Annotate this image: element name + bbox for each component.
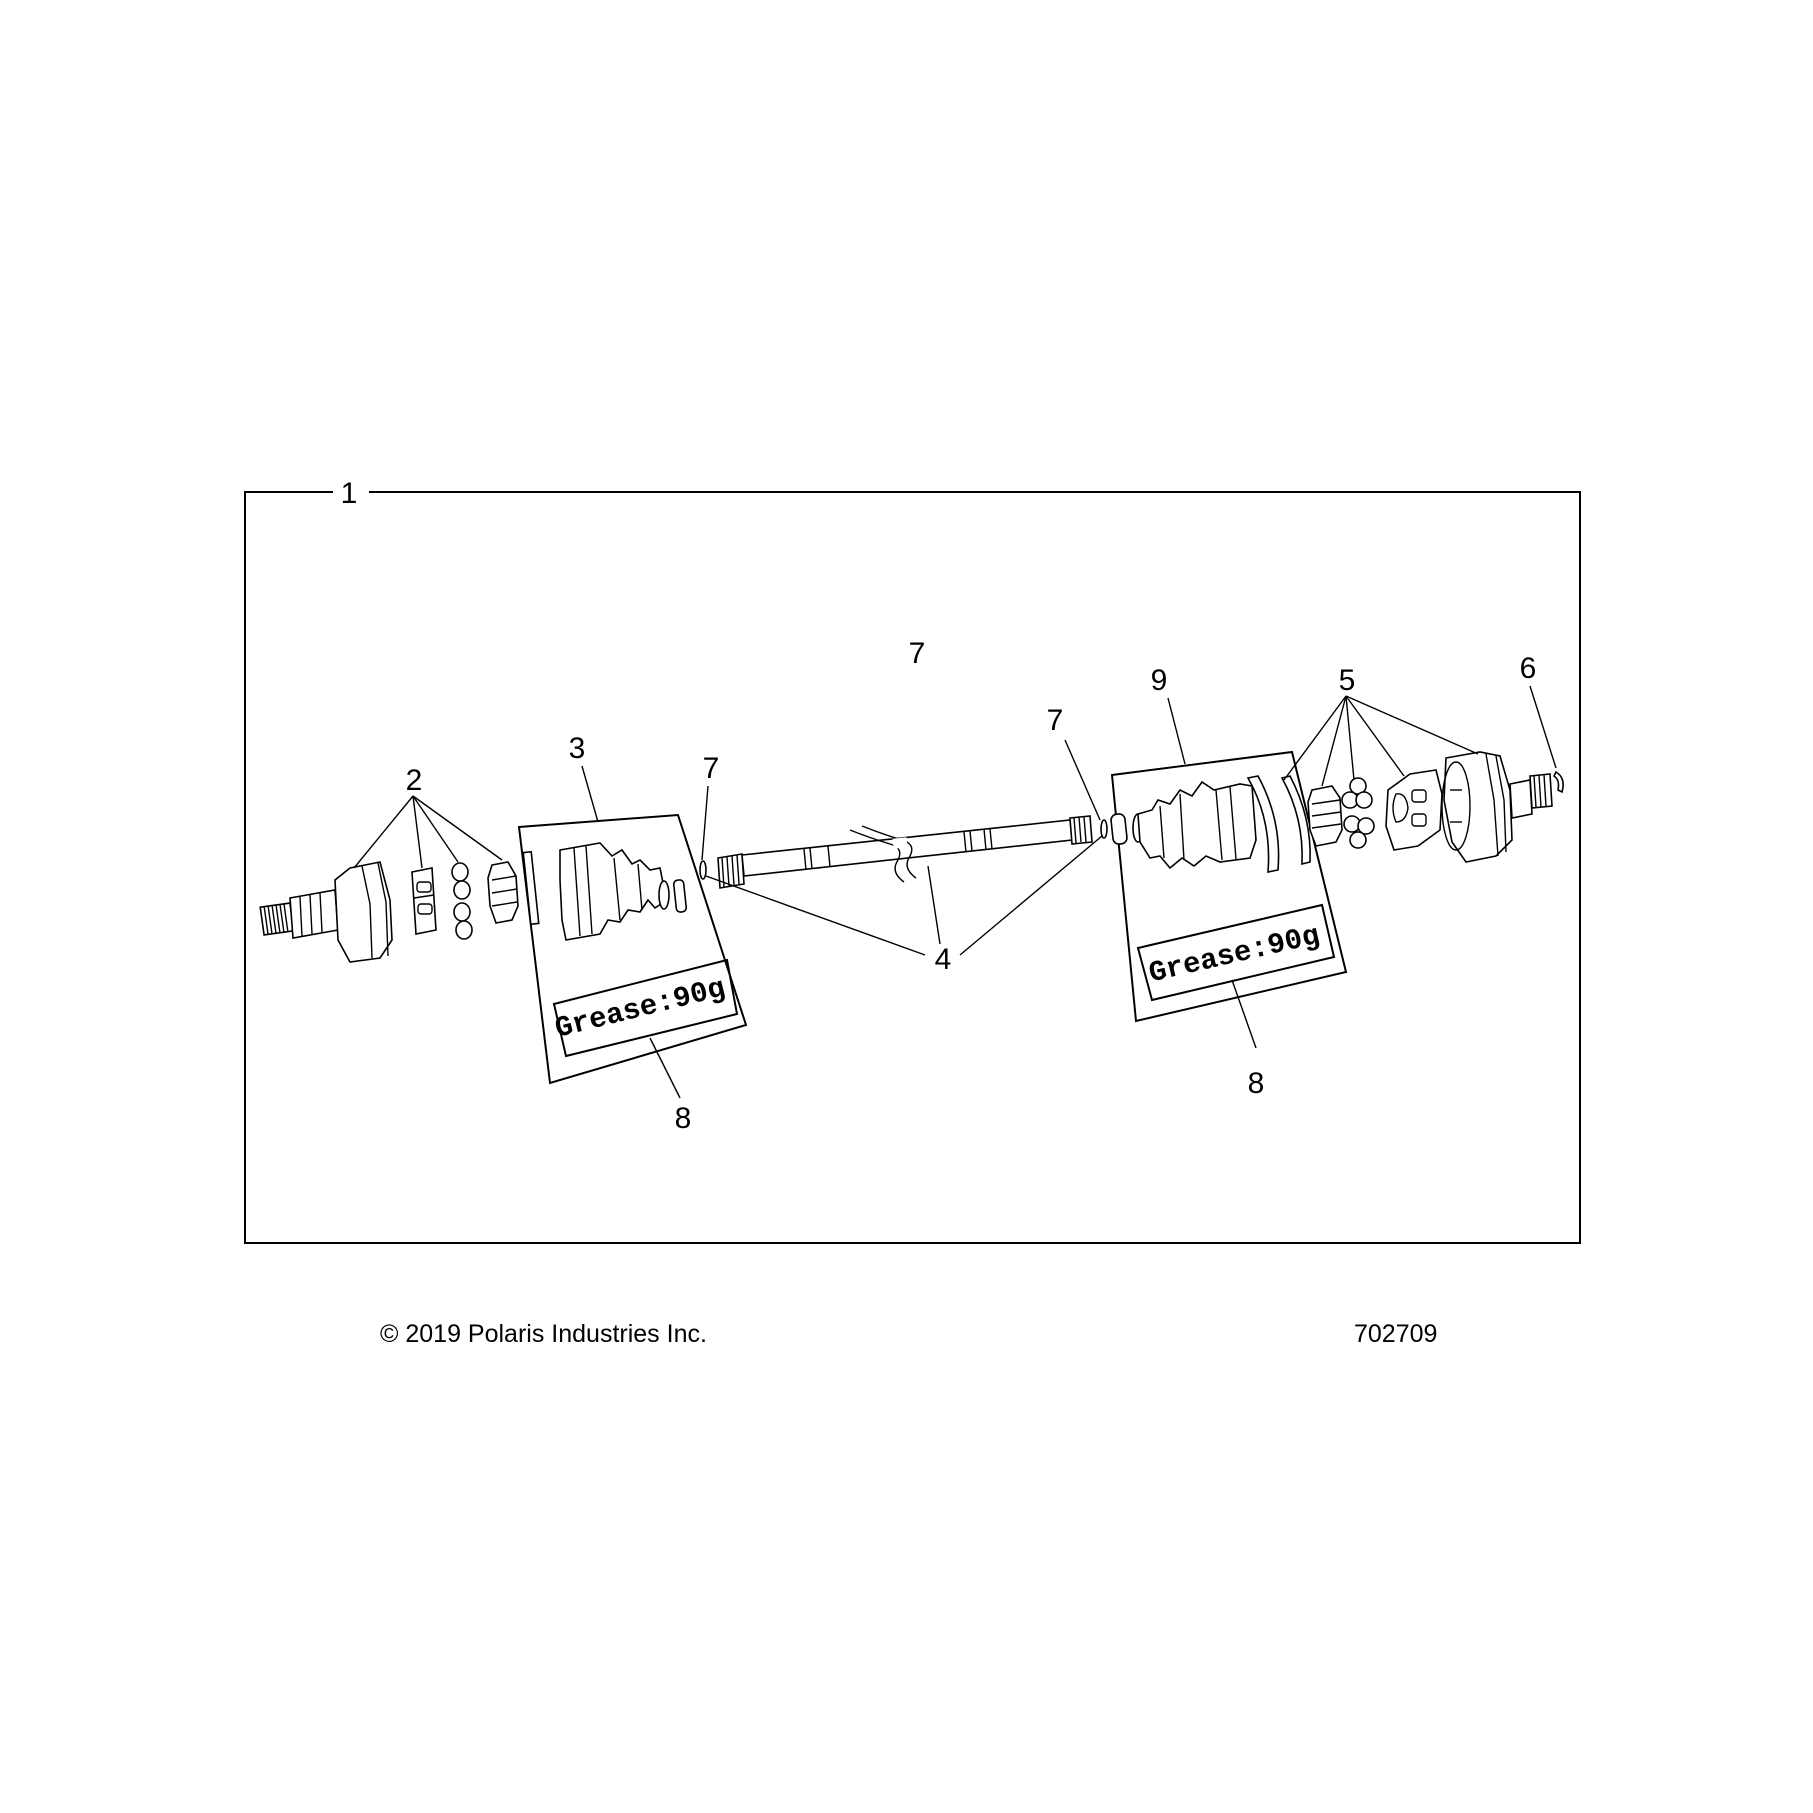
callout-grease-left: 8 (675, 1102, 692, 1135)
callout-outer-joint-kit: 2 (406, 764, 423, 797)
tripod-rollers (1341, 777, 1375, 849)
cv-cage (411, 867, 437, 935)
boot-kit-right-panel (1110, 750, 1348, 1023)
boot-clamp-right (1246, 775, 1280, 873)
leader-outer-joint-kit (353, 795, 503, 869)
callout-boot-kit-right: 9 (1151, 664, 1168, 697)
inner-race-left (487, 861, 519, 924)
axle-shaft (717, 815, 1093, 889)
callout-ring-top: 7 (909, 637, 926, 670)
leader-shaft (705, 835, 1103, 956)
grease-label-right-box: Grease:90g (1136, 903, 1336, 1002)
drawing-number: 702709 (1354, 1320, 1437, 1348)
leader-ring-left (701, 785, 709, 861)
cv-boot-right (1132, 780, 1257, 870)
callout-assembly: 1 (341, 477, 358, 510)
cv-boot-left (559, 842, 670, 941)
callout-boot-kit-left: 3 (569, 732, 586, 765)
grease-label-left-box: Grease:90g (552, 958, 739, 1058)
leader-snap-ring (1529, 685, 1557, 769)
callout-ring-right: 7 (1047, 704, 1064, 737)
leader-grease-right (1231, 979, 1257, 1049)
callout-snap-ring: 6 (1520, 652, 1537, 685)
inner-joint-seal-ring (1280, 775, 1311, 866)
callout-inner-joint-kit: 5 (1339, 664, 1356, 697)
leader-grease-left (649, 1037, 681, 1099)
assembly-frame (244, 491, 1581, 1244)
leader-boot-kit-left (581, 765, 599, 823)
snap-ring (1552, 770, 1564, 794)
callout-ring-left: 7 (703, 752, 720, 785)
leader-inner-joint-kit (1283, 695, 1479, 787)
leader-ring-right (1064, 739, 1101, 821)
callout-grease-right: 8 (1248, 1067, 1265, 1100)
boot-small-clamp-left (672, 879, 688, 913)
frame-label-gap (333, 480, 369, 504)
tripod-spider (1307, 785, 1343, 847)
copyright-text: © 2019 Polaris Industries Inc. (380, 1320, 707, 1348)
callout-shaft: 4 (935, 943, 952, 976)
inner-housing (1441, 751, 1553, 863)
cv-balls (451, 862, 473, 940)
boot-clamp-left (522, 850, 540, 926)
boot-kit-left-panel (517, 813, 748, 1085)
inner-cage (1385, 769, 1443, 851)
leader-boot-kit-right (1167, 697, 1186, 765)
boot-small-clamp-right (1110, 813, 1128, 845)
outer-cv-joint (259, 861, 393, 963)
retaining-ring-right (1100, 819, 1108, 839)
retaining-ring-left (699, 860, 707, 880)
